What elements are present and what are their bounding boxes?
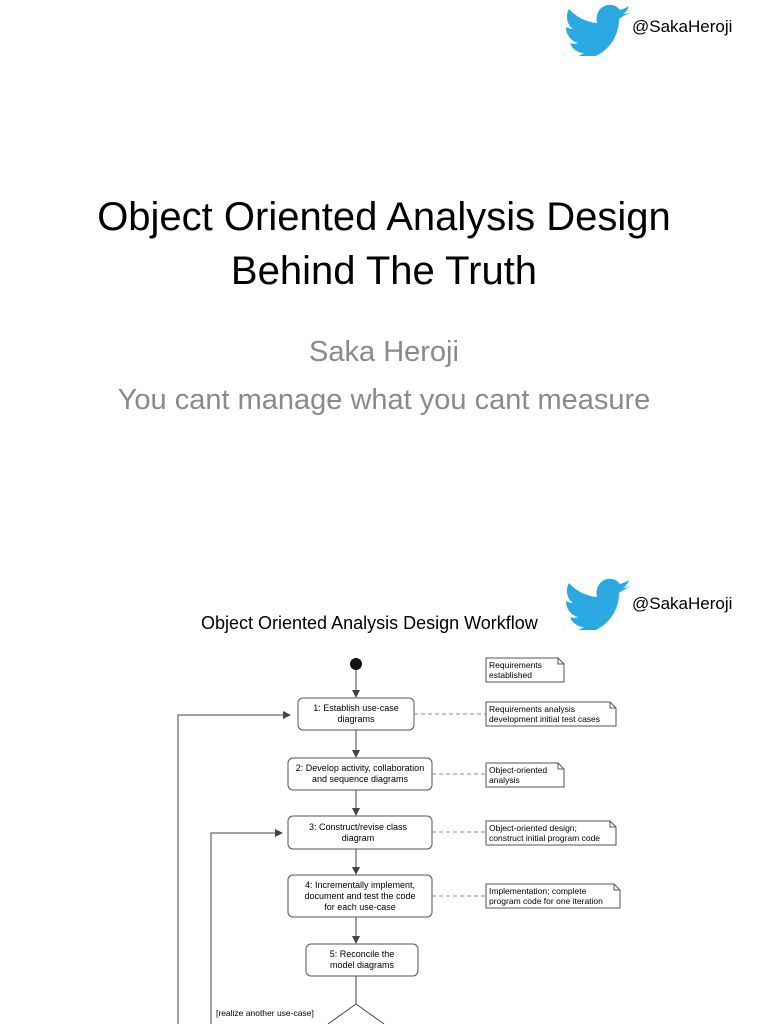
step-box-3: 3: Construct/revise class diagram bbox=[287, 815, 433, 850]
step-4-line-1: 4: Incrementally implement, bbox=[305, 880, 415, 890]
note-3: Object-oriented analysis bbox=[485, 762, 565, 788]
step-box-5: 5: Reconcile the model diagrams bbox=[305, 943, 419, 977]
twitter-handle[interactable]: @SakaHeroji bbox=[632, 17, 733, 36]
step-box-2: 2: Develop activity, collaboration and s… bbox=[287, 757, 433, 791]
decision-node bbox=[327, 1003, 385, 1024]
note-2: Requirements analysis development initia… bbox=[485, 701, 617, 727]
step-box-4: 4: Incrementally implement, document and… bbox=[287, 874, 433, 918]
workflow-diagram: 1: Establish use-case diagrams 2: Develo… bbox=[177, 657, 621, 1024]
note-5-line-2: program code for one iteration bbox=[489, 896, 603, 906]
note-connectors bbox=[414, 713, 486, 897]
step-4-line-2: document and test the code bbox=[304, 891, 415, 901]
note-3-line-2: analysis bbox=[489, 775, 520, 785]
note-4-line-1: Object-oriented design; bbox=[489, 823, 577, 833]
note-1-line-2: established bbox=[489, 670, 532, 680]
step-5-line-2: model diagrams bbox=[330, 960, 395, 970]
title-line-1: Object Oriented Analysis Design bbox=[97, 195, 671, 239]
note-4-line-2: construct initial program code bbox=[489, 833, 600, 843]
tagline: You cant manage what you cant measure bbox=[117, 384, 651, 416]
note-2-line-1: Requirements analysis bbox=[489, 704, 575, 714]
guard-label: [realize another use-case] bbox=[216, 1008, 314, 1018]
workflow-title: Object Oriented Analysis Design Workflow bbox=[201, 613, 538, 633]
step-5-line-1: 5: Reconcile the bbox=[330, 949, 395, 959]
step-3-line-2: diagram bbox=[342, 833, 375, 843]
slide-title-heading: Object Oriented Analysis Design Behind T… bbox=[0, 190, 768, 298]
step-4-line-3: for each use-case bbox=[324, 902, 396, 912]
note-5: Implementation; complete program code fo… bbox=[485, 883, 621, 909]
step-2-line-2: and sequence diagrams bbox=[312, 774, 409, 784]
twitter-handle[interactable]: @SakaHeroji bbox=[632, 594, 733, 613]
step-1-line-1: 1: Establish use-case bbox=[313, 703, 399, 713]
step-1-line-2: diagrams bbox=[337, 714, 375, 724]
flow-arrows bbox=[177, 670, 360, 1024]
note-1-line-1: Requirements bbox=[489, 660, 542, 670]
note-3-line-1: Object-oriented bbox=[489, 765, 547, 775]
note-5-line-1: Implementation; complete bbox=[489, 886, 587, 896]
step-2-line-1: 2: Develop activity, collaboration bbox=[296, 763, 424, 773]
start-node bbox=[350, 658, 362, 670]
author-name: Saka Heroji bbox=[309, 336, 459, 368]
step-box-1: 1: Establish use-case diagrams bbox=[297, 697, 415, 731]
note-1: Requirements established bbox=[485, 657, 565, 683]
slide-title: @SakaHeroji Object Oriented Analysis Des… bbox=[0, 4, 768, 416]
twitter-bird-icon bbox=[562, 578, 632, 630]
note-2-line-2: development initial test cases bbox=[489, 714, 600, 724]
twitter-bird-icon bbox=[562, 4, 632, 56]
slide-workflow: @SakaHeroji Object Oriented Analysis Des… bbox=[0, 512, 768, 1024]
title-line-2: Behind The Truth bbox=[230, 249, 538, 293]
note-4: Object-oriented design; construct initia… bbox=[485, 820, 617, 846]
step-3-line-1: 3: Construct/revise class bbox=[309, 822, 408, 832]
